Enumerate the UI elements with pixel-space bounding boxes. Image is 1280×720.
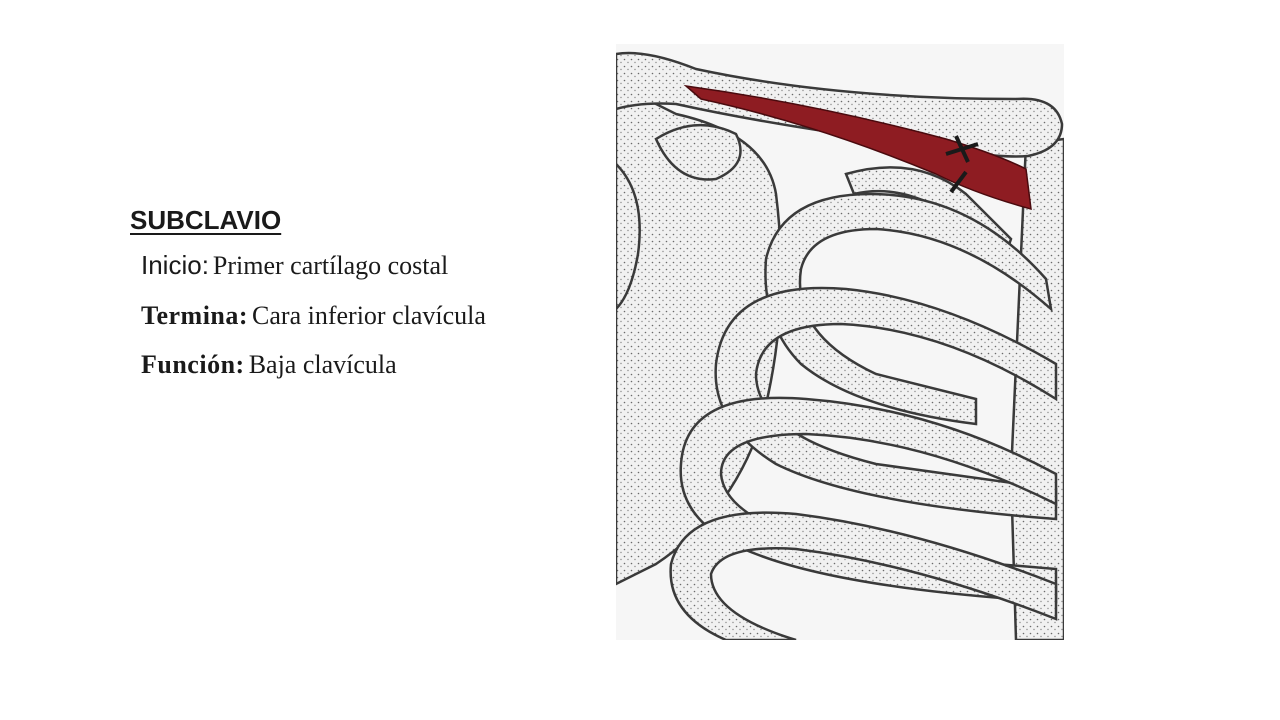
function-label: Función: <box>141 350 245 379</box>
insertion-label: Termina: <box>141 301 249 330</box>
rib-2 <box>764 192 1053 426</box>
function-value: Baja clavícula <box>248 350 397 379</box>
function-row: Función: Baja clavícula <box>141 350 397 380</box>
rib-3 <box>714 286 1058 521</box>
muscle-title: SUBCLAVIO <box>130 205 282 235</box>
rib-4 <box>679 396 1058 604</box>
origin-label: Inicio: <box>141 250 209 280</box>
rib-5 <box>669 511 1058 640</box>
anatomy-illustration <box>616 44 1064 640</box>
clavicle-bone <box>616 51 1064 158</box>
subclavius-muscle <box>683 84 1032 211</box>
muscle-info: SUBCLAVIO Inicio: Primer cartílago costa… <box>130 200 486 379</box>
insertion-value: Cara inferior clavícula <box>252 301 486 330</box>
insertion-row: Termina: Cara inferior clavícula <box>141 301 486 331</box>
origin-value: Primer cartílago costal <box>212 251 449 280</box>
origin-row: Inicio: Primer cartílago costal <box>141 250 448 281</box>
